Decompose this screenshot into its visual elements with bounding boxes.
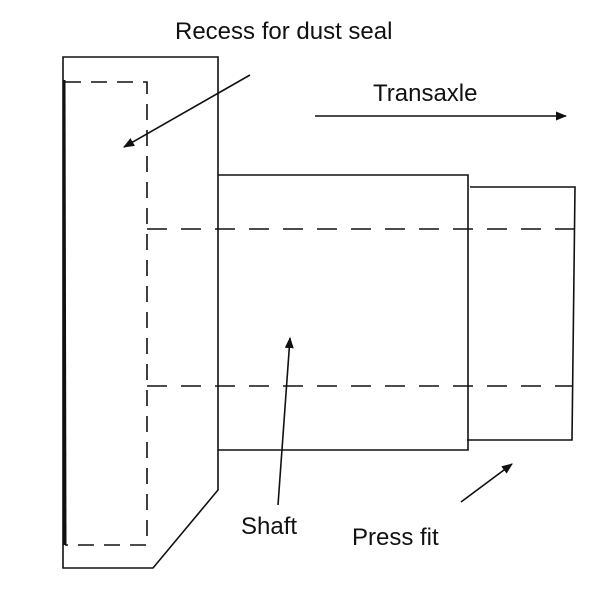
press-fit-arrow	[460, 463, 513, 503]
flange-left-edge	[62, 79, 67, 546]
shaft-label: Shaft	[241, 513, 298, 540]
recess-arrow	[123, 74, 251, 148]
transaxle-label: Transaxle	[373, 80, 478, 107]
shaft-arrow	[277, 336, 294, 506]
recess-hidden-line	[65, 81, 148, 546]
flange-outline	[62, 56, 219, 569]
press-fit-label: Press fit	[352, 524, 439, 551]
shaft-outline	[218, 174, 469, 451]
press-fit-outline	[467, 186, 576, 441]
recess-label: Recess for dust seal	[175, 18, 393, 45]
